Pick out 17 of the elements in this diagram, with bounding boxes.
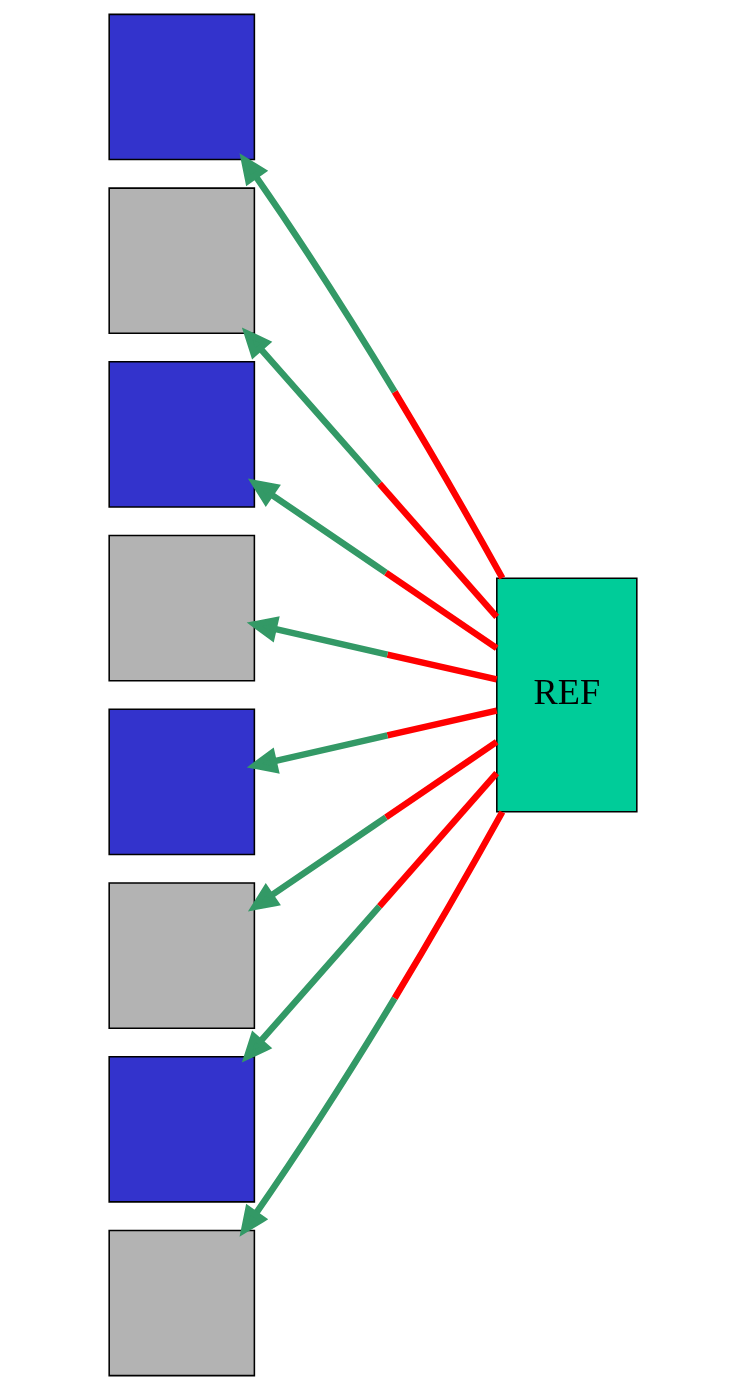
arrow [239, 810, 506, 1237]
node-box: REF [496, 577, 638, 813]
arrow [247, 478, 499, 651]
node-box [108, 187, 256, 335]
arrow [246, 707, 498, 774]
arrow [246, 616, 498, 683]
node-box [108, 361, 256, 508]
arrow [247, 739, 499, 912]
node-box [108, 13, 256, 161]
arrow [241, 327, 500, 619]
node-box [108, 1229, 256, 1377]
node-box [108, 708, 256, 856]
arrow [241, 771, 500, 1063]
node-box [108, 882, 256, 1029]
arrow [239, 153, 506, 580]
node-box [108, 534, 256, 682]
node-box [108, 1055, 256, 1203]
